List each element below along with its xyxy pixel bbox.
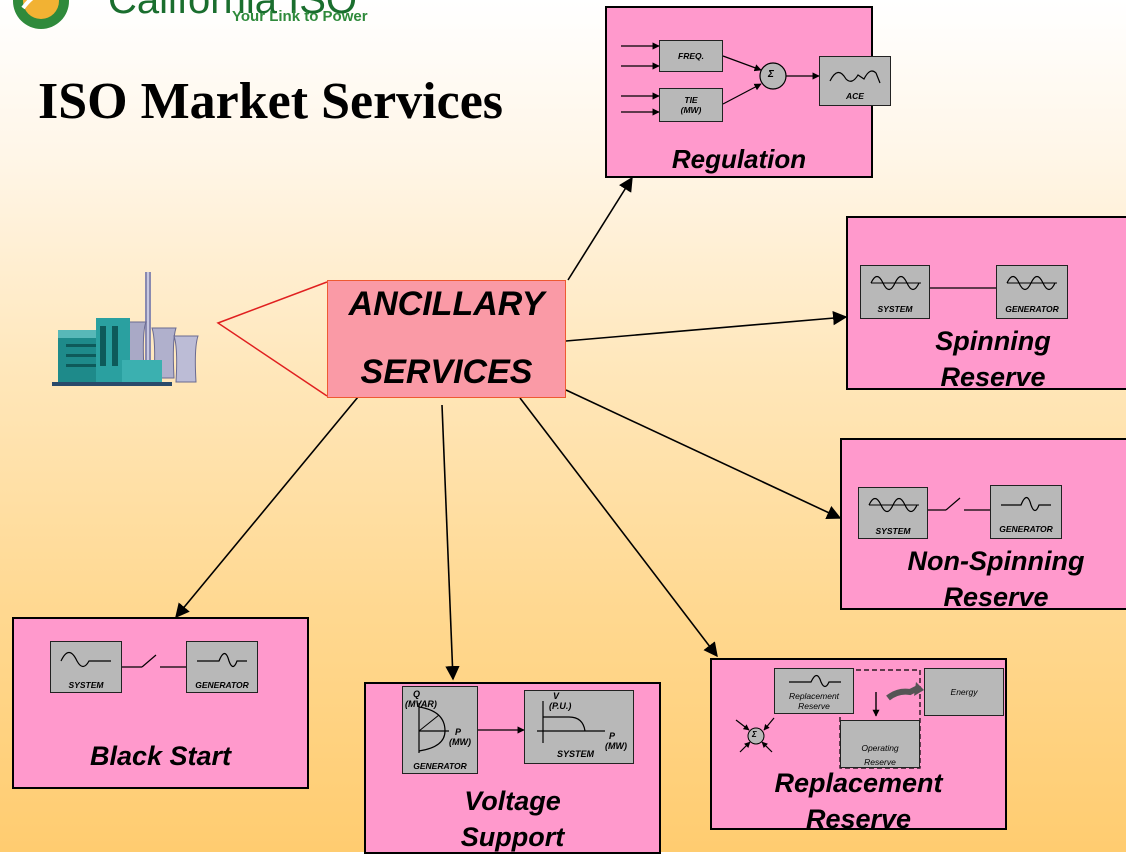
- ancillary-services-box: ANCILLARY SERVICES: [327, 280, 566, 398]
- regulation-box: FREQ. TIE (MW) Σ ACE Regulation: [605, 6, 891, 178]
- black-start-system-label: SYSTEM: [68, 680, 104, 690]
- tie-label: TIE: [684, 95, 698, 105]
- logo-tagline: Your Link to Power: [232, 8, 368, 25]
- non-spinning-system-block: SYSTEM: [858, 487, 928, 539]
- voltage-sys-p-unit: (MW): [605, 741, 627, 751]
- voltage-p-unit: (MW): [449, 737, 471, 747]
- spinning-reserve-box: SYSTEM GENERATOR Spinning Reserve: [846, 216, 1126, 392]
- california-iso-logo: California ISO Your Link to Power: [0, 0, 400, 30]
- non-spinning-switch: [928, 497, 990, 511]
- non-spinning-reserve-box: SYSTEM GENERATOR Non-Spinning Reserve: [840, 438, 1126, 612]
- freq-block: FREQ.: [659, 40, 723, 72]
- energy-label: Energy: [950, 687, 978, 697]
- ace-waveform-icon: [829, 70, 881, 84]
- logo-emblem-icon: [13, 0, 69, 29]
- energy-block: Energy: [924, 668, 1004, 716]
- non-spinning-label-2: Reserve: [943, 582, 1049, 612]
- freq-label: FREQ.: [678, 51, 704, 61]
- voltage-q-label: Q: [413, 689, 421, 699]
- black-start-label: Black Start: [89, 741, 232, 771]
- replacement-diagram: [735, 669, 924, 769]
- spinning-generator-label: GENERATOR: [1005, 304, 1059, 314]
- or-block-label-1: Operating: [861, 743, 899, 753]
- black-start-switch: [122, 654, 186, 668]
- replacement-reserve-block: Replacement Reserve: [774, 668, 854, 714]
- ace-label: ACE: [846, 91, 864, 101]
- voltage-p-label: P: [455, 727, 462, 737]
- or-block-label-2: Reserve: [864, 757, 896, 767]
- voltage-sys-p-label: P: [609, 731, 616, 741]
- rr-block-label-2: Reserve: [798, 701, 830, 711]
- ace-block: ACE: [819, 56, 891, 106]
- replacement-sigma: Σ: [752, 730, 757, 739]
- voltage-label-2: Support: [460, 822, 565, 852]
- arrow-to-replacement: [519, 397, 718, 658]
- replacement-label-2: Reserve: [805, 804, 912, 834]
- regulation-diagram: [621, 42, 820, 116]
- spinning-system-label: SYSTEM: [877, 304, 913, 314]
- center-line-2: SERVICES: [360, 353, 533, 391]
- sine-wave-icon: [870, 275, 921, 291]
- arrow-to-non-spinning: [565, 389, 842, 520]
- tie-unit: (MW): [680, 105, 702, 115]
- sine-wave-icon: [868, 497, 919, 513]
- regulation-label: Regulation: [671, 144, 807, 174]
- capability-curve-icon: [418, 703, 449, 753]
- non-spinning-label-1: Non-Spinning: [907, 546, 1085, 576]
- black-start-box: SYSTEM GENERATOR Black Start: [12, 617, 309, 789]
- voltage-generator-block: Q (MVAR) P (MW) GENERATOR: [402, 686, 478, 774]
- center-line-1: ANCILLARY: [348, 285, 545, 323]
- tie-block: TIE (MW): [659, 88, 723, 122]
- non-spinning-generator-block: GENERATOR: [990, 485, 1062, 539]
- arrow-to-spinning: [565, 310, 848, 342]
- single-wave-icon: [60, 651, 111, 668]
- spinning-label-1: Spinning: [935, 326, 1051, 356]
- spinning-label-2: Reserve: [940, 362, 1046, 392]
- callout-pointer: [216, 281, 328, 397]
- voltage-label-1: Voltage: [464, 786, 561, 816]
- voltage-system-label: SYSTEM: [557, 749, 595, 759]
- spinning-system-block: SYSTEM: [860, 265, 930, 319]
- voltage-generator-label: GENERATOR: [413, 761, 467, 771]
- black-start-generator-label: GENERATOR: [195, 680, 249, 690]
- voltage-connector: [478, 726, 525, 734]
- flat-wave-icon: [789, 674, 841, 688]
- replacement-reserve-box: Replacement Reserve Energy Operating Res…: [710, 658, 1007, 834]
- voltage-v-label: V: [553, 691, 560, 701]
- flat-wave-icon: [197, 652, 247, 668]
- operating-reserve-block: Operating Reserve: [840, 720, 920, 768]
- black-start-generator-block: GENERATOR: [186, 641, 258, 693]
- voltage-curve-icon: [537, 701, 605, 743]
- spinning-connector: [930, 287, 996, 289]
- arrow-to-regulation: [567, 176, 633, 281]
- page-title: ISO Market Services: [38, 73, 504, 130]
- black-start-system-block: SYSTEM: [50, 641, 122, 693]
- arrow-to-voltage: [441, 404, 460, 681]
- voltage-system-block: V (P.U.) P (MW) SYSTEM: [524, 690, 634, 764]
- power-plant-icon: [52, 272, 199, 386]
- flat-wave-icon: [1001, 496, 1051, 512]
- regulation-sigma: Σ: [768, 69, 774, 80]
- logo-name: California ISO: [108, 0, 357, 22]
- voltage-support-box: Q (MVAR) P (MW) GENERATOR V (P.U.) P (MW…: [364, 682, 661, 854]
- sine-wave-icon: [1006, 275, 1057, 291]
- replacement-label-1: Replacement: [774, 768, 943, 798]
- non-spinning-generator-label: GENERATOR: [999, 524, 1053, 534]
- voltage-v-unit: (P.U.): [549, 701, 572, 711]
- rr-block-label-1: Replacement: [788, 691, 840, 701]
- non-spinning-system-label: SYSTEM: [875, 526, 911, 536]
- arrow-to-black-start: [175, 396, 359, 619]
- voltage-q-unit: (MVAR): [405, 699, 437, 709]
- spinning-generator-block: GENERATOR: [996, 265, 1068, 319]
